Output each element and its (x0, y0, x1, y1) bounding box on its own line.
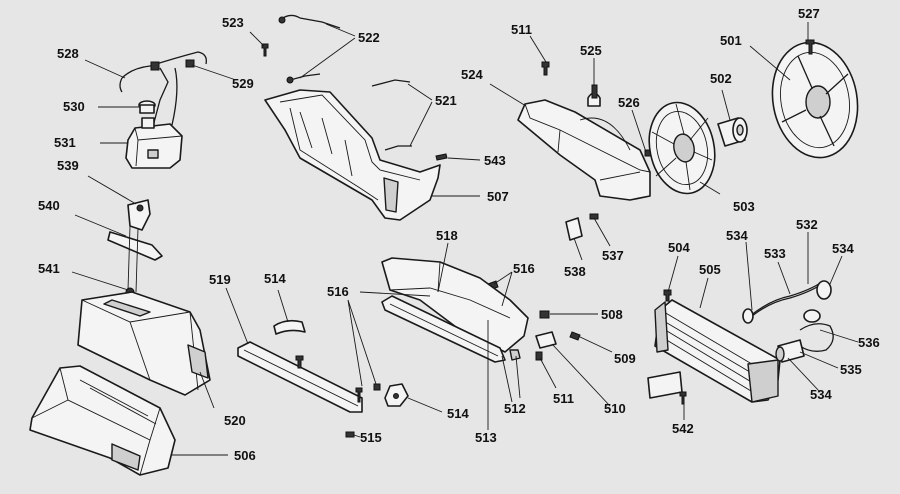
callout-511: 511 (511, 22, 532, 37)
lower-valance-panel (237, 341, 363, 413)
callout-524: 524 (461, 67, 483, 82)
callout-503: 503 (733, 199, 755, 214)
callout-529: 529 (232, 76, 254, 91)
small-hardware (535, 310, 581, 361)
callout-514: 514 (447, 406, 469, 421)
callout-518: 518 (436, 228, 458, 243)
callout-514: 514 (264, 271, 286, 286)
callout-537: 537 (602, 248, 624, 263)
callout-538: 538 (564, 264, 586, 279)
callout-508: 508 (601, 307, 623, 322)
upper-hose-group (261, 14, 341, 84)
lower-support-plate (381, 257, 529, 363)
callout-521: 521 (435, 93, 457, 108)
leader-lines (71, 22, 859, 456)
fan-support-rail (517, 61, 652, 201)
lower-air-deflector (29, 365, 176, 476)
small-bracket (565, 213, 599, 241)
callout-507: 507 (487, 189, 509, 204)
callout-539: 539 (57, 158, 79, 173)
callout-511: 511 (553, 391, 574, 406)
callout-504: 504 (668, 240, 690, 255)
bracket-clamps (273, 319, 409, 407)
callout-505: 505 (699, 262, 721, 277)
callout-512: 512 (504, 401, 526, 416)
callout-516: 516 (513, 261, 535, 276)
callout-515: 515 (360, 430, 382, 445)
callout-534: 534 (832, 241, 854, 256)
callout-520: 520 (224, 413, 246, 428)
callout-536: 536 (858, 335, 880, 350)
callout-506: 506 (234, 448, 256, 463)
radiator (647, 289, 781, 405)
callout-533: 533 (764, 246, 786, 261)
cooling-fan (648, 101, 716, 195)
callout-526: 526 (618, 95, 640, 110)
callout-527: 527 (798, 6, 820, 21)
callout-530: 530 (63, 99, 85, 114)
callout-542: 542 (672, 421, 694, 436)
callout-509: 509 (614, 351, 636, 366)
fan-ring-shroud (771, 39, 859, 159)
radiator-hoses (742, 280, 834, 363)
callout-532: 532 (796, 217, 818, 232)
callout-513: 513 (475, 430, 497, 445)
callout-534: 534 (726, 228, 748, 243)
callout-541: 541 (38, 261, 60, 276)
callout-519: 519 (209, 272, 231, 287)
callout-528: 528 (57, 46, 79, 61)
fan-shroud-upper (264, 79, 448, 221)
callout-540: 540 (38, 198, 60, 213)
callout-534: 534 (810, 387, 832, 402)
lower-shroud-box (77, 291, 211, 396)
callout-531: 531 (54, 135, 76, 150)
reservoir-bracket (107, 199, 163, 297)
callout-510: 510 (604, 401, 626, 416)
callout-501: 501 (720, 33, 742, 48)
callout-522: 522 (358, 30, 380, 45)
coolant-reservoir-assembly (119, 51, 207, 169)
callout-523: 523 (222, 15, 244, 30)
callout-502: 502 (710, 71, 732, 86)
callout-525: 525 (580, 43, 602, 58)
callout-535: 535 (840, 362, 862, 377)
callout-543: 543 (484, 153, 506, 168)
fan-spacer (717, 117, 748, 147)
callout-516: 516 (327, 284, 349, 299)
